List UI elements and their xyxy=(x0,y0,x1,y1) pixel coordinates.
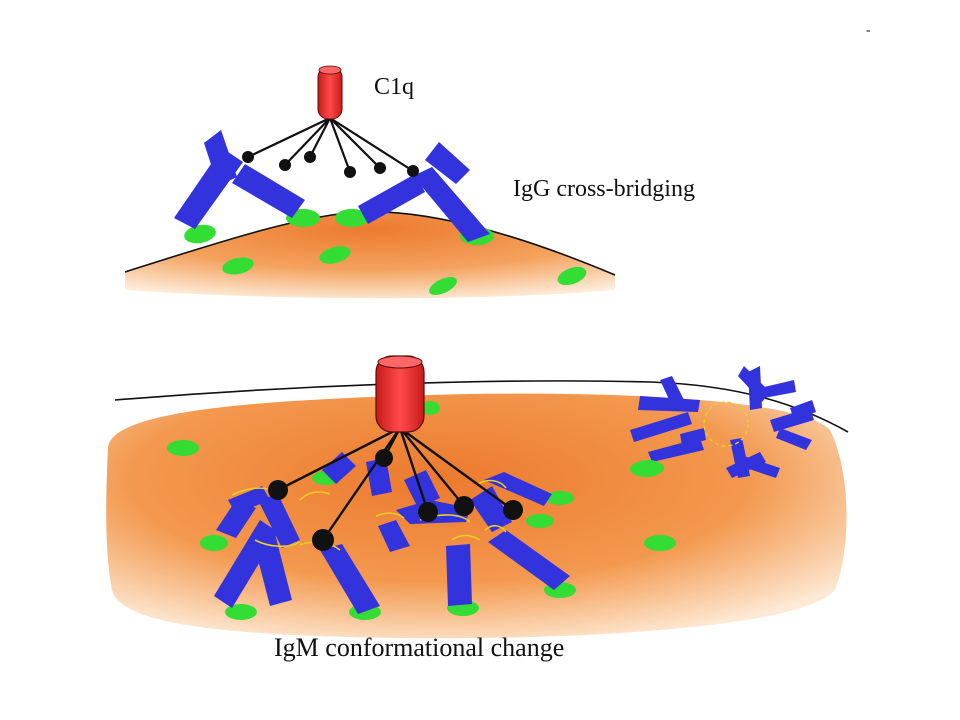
bottom-cell-surface xyxy=(106,393,847,639)
bottom-c1q-arms xyxy=(276,426,515,542)
antigen-icon xyxy=(167,440,199,456)
corner-mark: - xyxy=(866,23,871,38)
antigen-icon xyxy=(420,401,440,415)
antigen-icon xyxy=(632,460,664,476)
igg-antibody-icon xyxy=(358,142,490,242)
bottom-c1q-heads xyxy=(268,449,523,551)
igg-panel: C1q IgG cross-bridging xyxy=(124,65,695,299)
antigen-icon xyxy=(335,209,369,227)
antigen-icon xyxy=(557,266,587,286)
antigen-icon xyxy=(429,277,457,295)
antigen-icon xyxy=(225,604,257,620)
c1q-icon xyxy=(375,355,425,433)
antigen-icon xyxy=(200,535,228,551)
top-antigens xyxy=(184,209,587,295)
antigen-icon xyxy=(319,246,351,264)
c1q-icon xyxy=(317,65,343,120)
antigen-icon xyxy=(222,257,254,275)
c1q-label: C1q xyxy=(374,74,414,100)
igm-conformational-change-label: IgM conformational change xyxy=(274,633,564,662)
top-c1q-arms xyxy=(246,116,415,174)
igm-pentamer-icon xyxy=(214,452,570,614)
antigen-icon xyxy=(644,535,676,551)
top-cell-surface xyxy=(125,211,615,299)
igm-panel: IgM conformational change xyxy=(106,355,849,662)
antigen-icon xyxy=(546,491,574,505)
igm-pentamer-icon xyxy=(630,366,816,478)
antigen-icon xyxy=(526,514,554,528)
bottom-membrane-line xyxy=(114,380,849,433)
igm-j-chain-ring xyxy=(703,401,749,447)
antigen-icon xyxy=(184,224,216,244)
top-c1q-heads xyxy=(242,151,419,178)
igg-cross-bridging-label: IgG cross-bridging xyxy=(513,176,695,202)
igg-antibody-icon xyxy=(174,130,305,229)
